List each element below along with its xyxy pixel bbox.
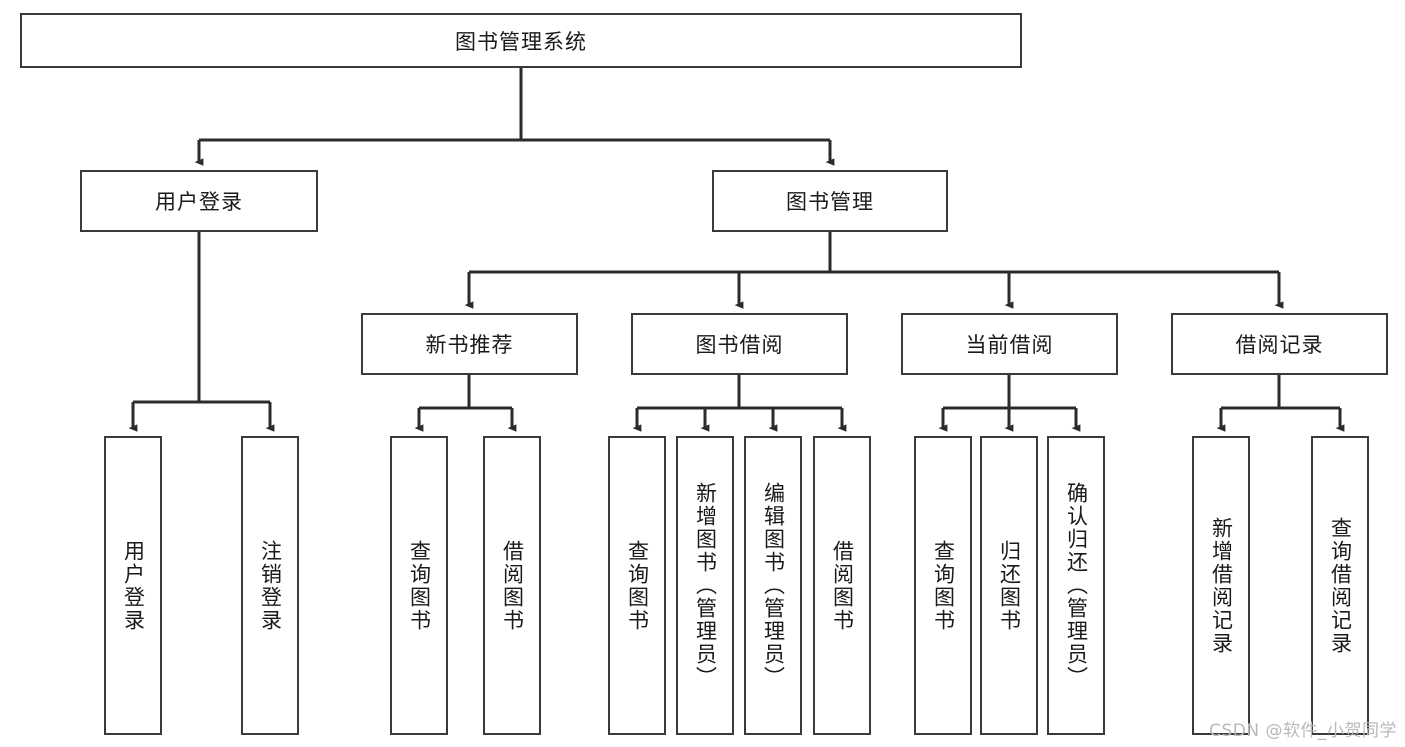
leaf-add-book[interactable]: 新增图书（管理员） bbox=[676, 436, 734, 735]
leaf-confirm-return[interactable]: 确认归还（管理员） bbox=[1047, 436, 1105, 735]
leaf-query-book-2[interactable]: 查询图书 bbox=[608, 436, 666, 735]
leaf-query-book-3[interactable]: 查询图书 bbox=[914, 436, 972, 735]
leaf-user-logout[interactable]: 注销登录 bbox=[241, 436, 299, 735]
node-root-label: 图书管理系统 bbox=[455, 29, 587, 54]
node-borrow-record[interactable]: 借阅记录 bbox=[1171, 313, 1388, 375]
leaf-user-login[interactable]: 用户登录 bbox=[104, 436, 162, 735]
leaf-query-book-1[interactable]: 查询图书 bbox=[390, 436, 448, 735]
leaf-return-book[interactable]: 归还图书 bbox=[980, 436, 1038, 735]
node-current-borrow[interactable]: 当前借阅 bbox=[901, 313, 1118, 375]
leaf-add-record[interactable]: 新增借阅记录 bbox=[1192, 436, 1250, 735]
leaf-query-book-1-label: 查询图书 bbox=[407, 539, 432, 632]
leaf-confirm-return-label: 确认归还（管理员） bbox=[1064, 482, 1089, 689]
leaf-add-book-label: 新增图书（管理员） bbox=[693, 482, 718, 689]
leaf-edit-book[interactable]: 编辑图书（管理员） bbox=[744, 436, 802, 735]
leaf-query-record[interactable]: 查询借阅记录 bbox=[1311, 436, 1369, 735]
node-book-manage[interactable]: 图书管理 bbox=[712, 170, 948, 232]
node-borrow-record-label: 借阅记录 bbox=[1235, 333, 1324, 357]
node-book-borrow[interactable]: 图书借阅 bbox=[631, 313, 848, 375]
leaf-borrow-book-1-label: 借阅图书 bbox=[500, 539, 525, 632]
leaf-query-book-3-label: 查询图书 bbox=[931, 539, 956, 632]
leaf-borrow-book-2[interactable]: 借阅图书 bbox=[813, 436, 871, 735]
leaf-return-book-label: 归还图书 bbox=[997, 539, 1022, 632]
node-book-borrow-label: 图书借阅 bbox=[695, 333, 784, 357]
node-user-login[interactable]: 用户登录 bbox=[80, 170, 318, 232]
node-root[interactable]: 图书管理系统 bbox=[20, 13, 1022, 68]
leaf-edit-book-label: 编辑图书（管理员） bbox=[761, 482, 786, 689]
node-current-borrow-label: 当前借阅 bbox=[965, 333, 1054, 357]
node-new-book-rec[interactable]: 新书推荐 bbox=[361, 313, 578, 375]
leaf-user-login-label: 用户登录 bbox=[121, 539, 146, 632]
leaf-query-record-label: 查询借阅记录 bbox=[1328, 516, 1353, 655]
leaf-borrow-book-1[interactable]: 借阅图书 bbox=[483, 436, 541, 735]
leaf-add-record-label: 新增借阅记录 bbox=[1209, 516, 1234, 655]
node-book-manage-label: 图书管理 bbox=[786, 190, 874, 214]
node-new-book-rec-label: 新书推荐 bbox=[425, 333, 514, 357]
leaf-query-book-2-label: 查询图书 bbox=[625, 539, 650, 632]
node-user-login-label: 用户登录 bbox=[155, 190, 243, 214]
leaf-user-logout-label: 注销登录 bbox=[258, 539, 283, 632]
watermark-text: CSDN @软件_小贺同学 bbox=[1209, 721, 1397, 741]
leaf-borrow-book-2-label: 借阅图书 bbox=[830, 539, 855, 632]
